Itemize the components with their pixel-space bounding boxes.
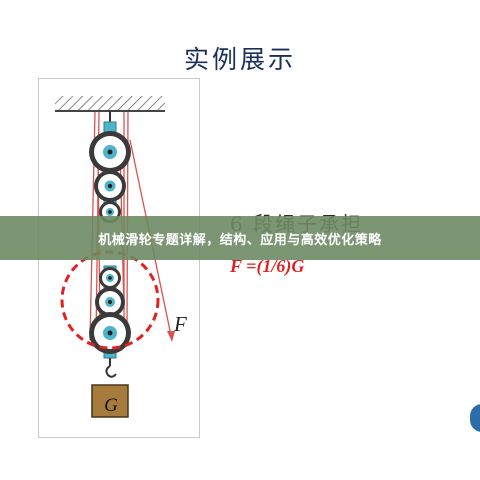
pulley-wheel — [89, 312, 131, 354]
weight-box — [91, 384, 129, 418]
pulley-wheel — [99, 267, 121, 289]
force-formula: F =(1/6)G — [230, 256, 305, 276]
pulley-wheel — [95, 287, 125, 317]
upper-pulley-block — [89, 111, 131, 223]
pulley-wheel — [89, 131, 131, 173]
weight-label: G — [104, 395, 118, 416]
pulley-wheel — [94, 170, 126, 202]
force-arrow — [167, 331, 175, 342]
slide-title: 实例展示 — [183, 45, 296, 74]
title-banner: 机械滑轮专题详解，结构、应用与高效优化策略 — [0, 216, 480, 260]
scroll-to-top-button[interactable] — [470, 404, 480, 432]
ceiling-support — [55, 96, 165, 112]
force-label: F — [174, 312, 187, 336]
banner-title: 机械滑轮专题详解，结构、应用与高效优化策略 — [98, 233, 382, 248]
lower-pulley-block — [89, 265, 131, 359]
weight-hook — [105, 358, 117, 378]
